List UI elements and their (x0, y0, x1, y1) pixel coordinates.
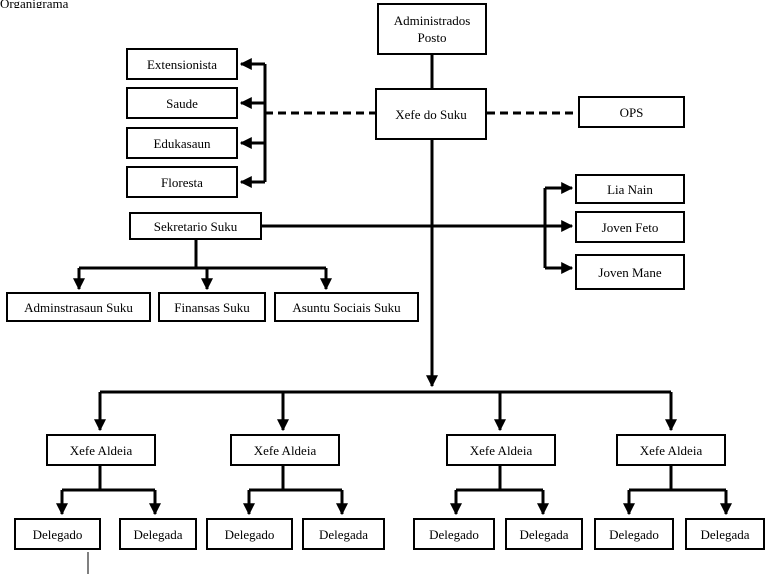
node-edukasaun: Edukasaun (126, 127, 238, 159)
node-xefe-aldeia-4: Xefe Aldeia (616, 434, 726, 466)
node-delegada-3: Delegada (505, 518, 583, 550)
node-ops: OPS (578, 96, 685, 128)
node-lia-nain: Lia Nain (575, 174, 685, 204)
node-saude: Saude (126, 87, 238, 119)
node-administrador-posto: Administrados Posto (377, 3, 487, 55)
node-joven-feto: Joven Feto (575, 211, 685, 243)
node-extensionista: Extensionista (126, 48, 238, 80)
node-delegado-4: Delegado (594, 518, 674, 550)
node-sekretario-suku: Sekretario Suku (129, 212, 262, 240)
node-adminstrasaun-suku: Adminstrasaun Suku (6, 292, 151, 322)
node-finansas-suku: Finansas Suku (158, 292, 266, 322)
node-floresta: Floresta (126, 166, 238, 198)
node-delegado-2: Delegado (206, 518, 293, 550)
node-xefe-suku: Xefe do Suku (375, 88, 487, 140)
node-delegada-2: Delegada (302, 518, 385, 550)
node-delegada-4: Delegada (685, 518, 765, 550)
node-asuntu-sociais-suku: Asuntu Sociais Suku (274, 292, 419, 322)
node-xefe-aldeia-3: Xefe Aldeia (446, 434, 556, 466)
node-delegado-3: Delegado (413, 518, 495, 550)
cropped-title-fragment: Organigrama (0, 0, 69, 8)
node-xefe-aldeia-1: Xefe Aldeia (46, 434, 156, 466)
node-joven-mane: Joven Mane (575, 254, 685, 290)
node-delegada-1: Delegada (119, 518, 197, 550)
node-delegado-1: Delegado (14, 518, 101, 550)
node-xefe-aldeia-2: Xefe Aldeia (230, 434, 340, 466)
